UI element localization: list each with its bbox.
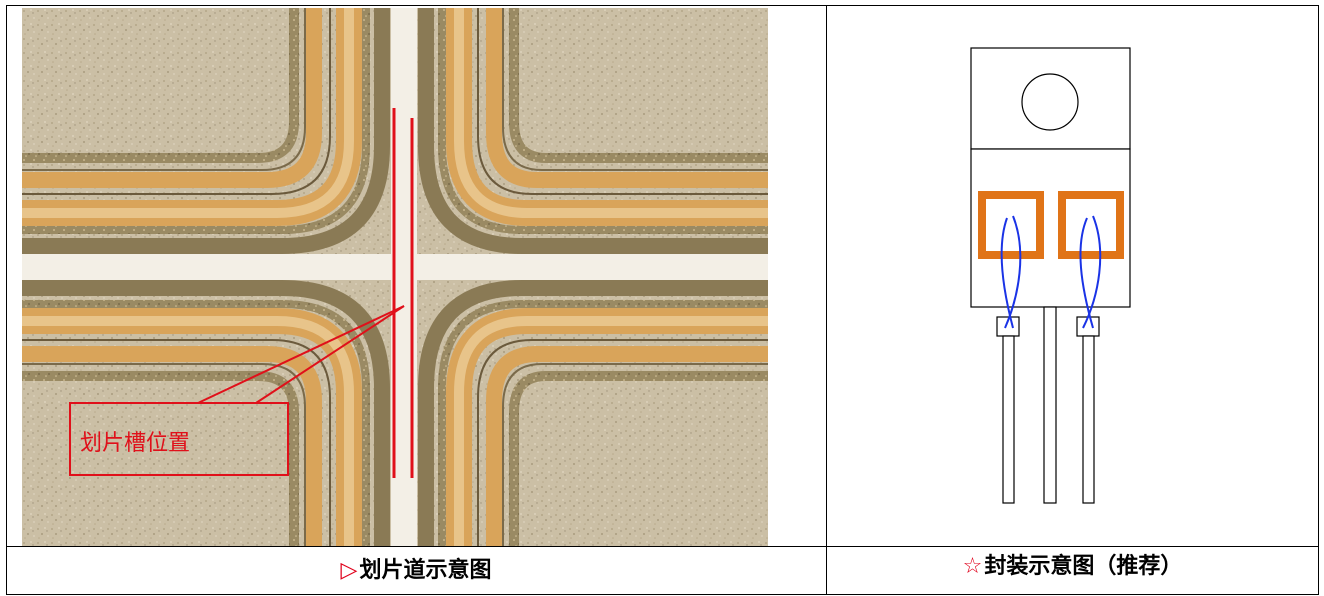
leader-line-2 (255, 305, 405, 404)
triangle-marker-icon: ▷ (340, 558, 358, 583)
seal-ring-bottom-right (418, 280, 768, 546)
caption-left-text: 划片道示意图 (359, 558, 492, 583)
lead-block-right (1076, 316, 1100, 337)
bond-wire (1004, 215, 1022, 329)
column-divider (826, 5, 827, 595)
package-diagram (827, 6, 1318, 546)
lead-left (1002, 335, 1015, 504)
annotation-box (69, 402, 289, 476)
leader-line-1 (197, 305, 405, 404)
die-pad-right (1058, 191, 1124, 259)
mounting-hole (1021, 73, 1079, 131)
row-divider (6, 546, 1319, 547)
die-pad-left (978, 191, 1044, 259)
metal-seal-rings (22, 8, 768, 546)
caption-right-text: 封装示意图（推荐） (984, 554, 1183, 579)
caption-package-diagram: ☆封装示意图（推荐） (827, 547, 1318, 594)
bond-wires (1000, 215, 1102, 329)
caption-scribe-diagram: ▷划片道示意图 (6, 547, 826, 594)
seal-ring-top-right (418, 8, 768, 254)
package-body (970, 148, 1131, 308)
star-marker-icon: ☆ (962, 554, 983, 579)
lead-center (1043, 306, 1057, 504)
package-drawing (970, 47, 1131, 504)
lead-right (1082, 335, 1095, 504)
seal-ring-bottom-left (22, 280, 390, 546)
micrograph-drawing: 划片槽位置 (22, 8, 768, 546)
scribe-lane-micrograph: 划片槽位置 (22, 8, 768, 546)
table-frame (6, 5, 1319, 595)
annotation-label: 划片槽位置 (80, 431, 190, 456)
bond-wire (1082, 215, 1102, 329)
seal-ring-top-left (22, 8, 390, 254)
